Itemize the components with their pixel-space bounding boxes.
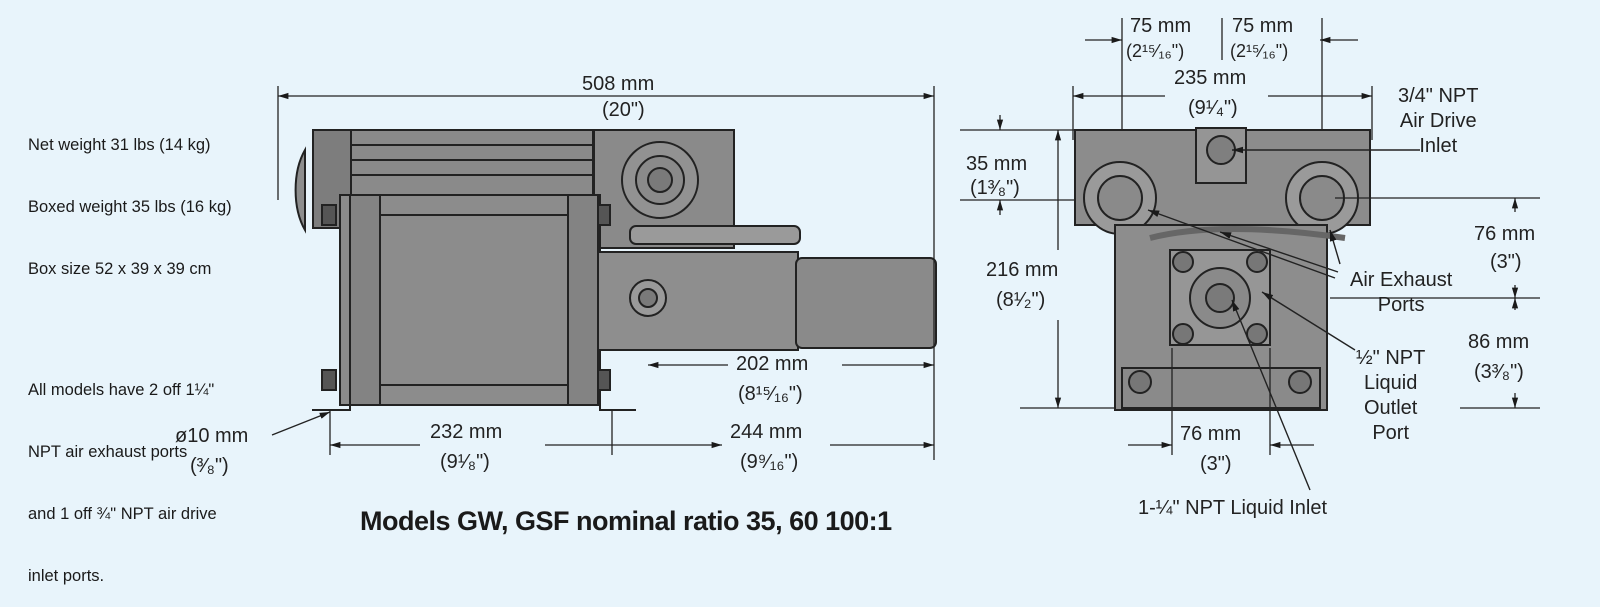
spec-boxed-weight: Boxed weight 35 lbs (16 kg) <box>28 198 232 217</box>
dim-h76-mm: 76 mm <box>1474 223 1536 245</box>
dim-left75-mm: 75 mm <box>1130 15 1192 37</box>
dim-right75-in: (2¹⁵⁄₁₆") <box>1230 41 1289 61</box>
label-liquid-inlet: 1-¼" NPT Liquid Inlet <box>1138 497 1328 519</box>
dim-base2-in: (9⁹⁄₁₆") <box>740 451 799 473</box>
dim-overall-in: (20") <box>602 99 645 121</box>
end-dimensions <box>960 18 1540 455</box>
leader-lines <box>1147 146 1420 491</box>
dim-width-in: (9¹⁄₄") <box>1188 97 1238 119</box>
side-dimensions <box>271 86 935 460</box>
dim-h216-in: (8¹⁄₂") <box>996 289 1046 311</box>
dim-base1-mm: 232 mm <box>430 421 503 443</box>
dim-base2-mm: 244 mm <box>730 421 803 443</box>
end-view-pump <box>1074 127 1371 411</box>
spec-ports-line4: inlet ports. <box>28 566 105 585</box>
dim-hole-in: (³⁄₈") <box>190 455 229 477</box>
technical-drawing <box>271 18 1540 491</box>
dim-outlet-in: (8¹⁵⁄₁₆") <box>738 383 803 405</box>
dim-w76-mm: 76 mm <box>1180 423 1242 445</box>
dim-h35-in: (1³⁄₈") <box>970 177 1020 199</box>
liquid-section <box>597 251 799 351</box>
dome-cap <box>294 146 306 234</box>
hydraulic-body <box>339 194 601 406</box>
drawing-stage: Net weight 31 lbs (14 kg) Boxed weight 3… <box>28 15 1540 585</box>
label-liquid-outlet-port: ½" NPT Liquid Outlet Port <box>1356 347 1426 444</box>
spec-net-weight: Net weight 31 lbs (14 kg) <box>28 136 211 155</box>
dim-h86-mm: 86 mm <box>1468 331 1530 353</box>
spec-ports-line3: and 1 off ¾" NPT air drive <box>28 504 217 523</box>
dim-overall-mm: 508 mm <box>582 73 655 95</box>
dim-left75-in: (2¹⁵⁄₁₆") <box>1126 41 1185 61</box>
dim-right75-mm: 75 mm <box>1232 15 1294 37</box>
dim-h76-in: (3") <box>1490 251 1522 273</box>
dim-outlet-mm: 202 mm <box>736 353 809 375</box>
dim-h86-in: (3³⁄₈") <box>1474 361 1524 383</box>
dim-width-mm: 235 mm <box>1174 67 1247 89</box>
dim-h35-mm: 35 mm <box>966 153 1028 175</box>
spec-ports-line2: NPT air exhaust ports <box>28 443 188 461</box>
dim-h216-mm: 216 mm <box>986 259 1059 281</box>
dim-hole-mm: ø10 mm <box>175 425 249 447</box>
specs-block: Net weight 31 lbs (14 kg) Boxed weight 3… <box>28 94 232 607</box>
dim-base1-in: (9¹⁄₈") <box>440 451 490 473</box>
side-view-pump <box>294 129 937 411</box>
spec-ports-line1: All models have 2 off 1¼" <box>28 381 215 400</box>
label-air-drive-inlet: 3/4" NPT Air Drive Inlet <box>1398 85 1479 157</box>
dim-w76-in: (3") <box>1200 453 1232 475</box>
page-title: Models GW, GSF nominal ratio 35, 60 100:… <box>360 506 892 536</box>
label-air-exhaust-ports: Air Exhaust Ports <box>1350 269 1453 316</box>
spec-box-size: Box size 52 x 39 x 39 cm <box>28 260 212 278</box>
